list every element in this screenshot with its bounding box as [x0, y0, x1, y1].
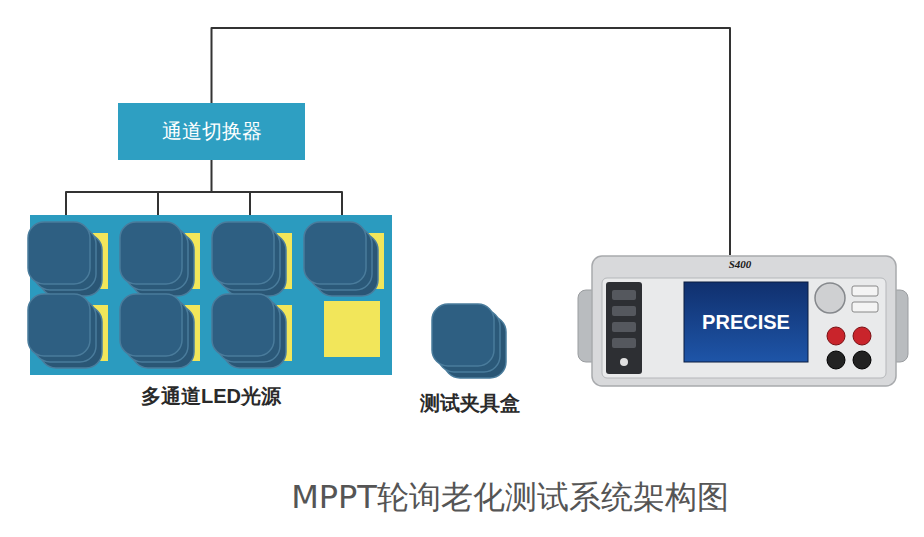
terminal-black — [827, 351, 845, 369]
knob — [815, 283, 845, 313]
button — [612, 322, 636, 332]
connector-wire — [66, 160, 342, 215]
led-square — [324, 301, 380, 357]
button — [612, 338, 636, 348]
terminal-red — [853, 327, 871, 345]
terminal-red — [827, 327, 845, 345]
solar-cell-stack — [120, 222, 194, 296]
fixture-label: 测试夹具盒 — [388, 390, 552, 417]
switch-label: 通道切换器 — [118, 103, 305, 160]
solar-cell-stack — [120, 294, 194, 368]
switch-box: 通道切换器 — [118, 103, 305, 160]
instrument-bezel — [602, 278, 886, 378]
panel-label: 多通道LED光源 — [30, 383, 392, 410]
instrument-screen — [684, 282, 808, 362]
fixture-cell-stack — [432, 304, 506, 378]
fixture-box: 测试夹具盒 — [428, 300, 512, 382]
solar-cell-stack — [304, 222, 378, 296]
button — [852, 302, 878, 312]
screen-logo: PRECISE — [684, 282, 808, 362]
terminal-black — [853, 351, 871, 369]
model-label: S400 — [710, 258, 770, 270]
solar-cell-stack — [28, 222, 102, 296]
caption: MPPT轮询老化测试系统架构图 — [180, 476, 840, 520]
led-source-panel: 多通道LED光源 — [30, 215, 392, 375]
button — [612, 306, 636, 316]
solar-cell-stack — [212, 294, 286, 368]
solar-cell-stack — [212, 222, 286, 296]
button — [852, 286, 878, 296]
instrument-body — [592, 256, 896, 386]
button — [612, 290, 636, 300]
solar-cell-stack — [28, 294, 102, 368]
instrument: S400PRECISE — [578, 255, 908, 387]
power-button — [620, 358, 628, 366]
button-strip — [606, 282, 642, 374]
